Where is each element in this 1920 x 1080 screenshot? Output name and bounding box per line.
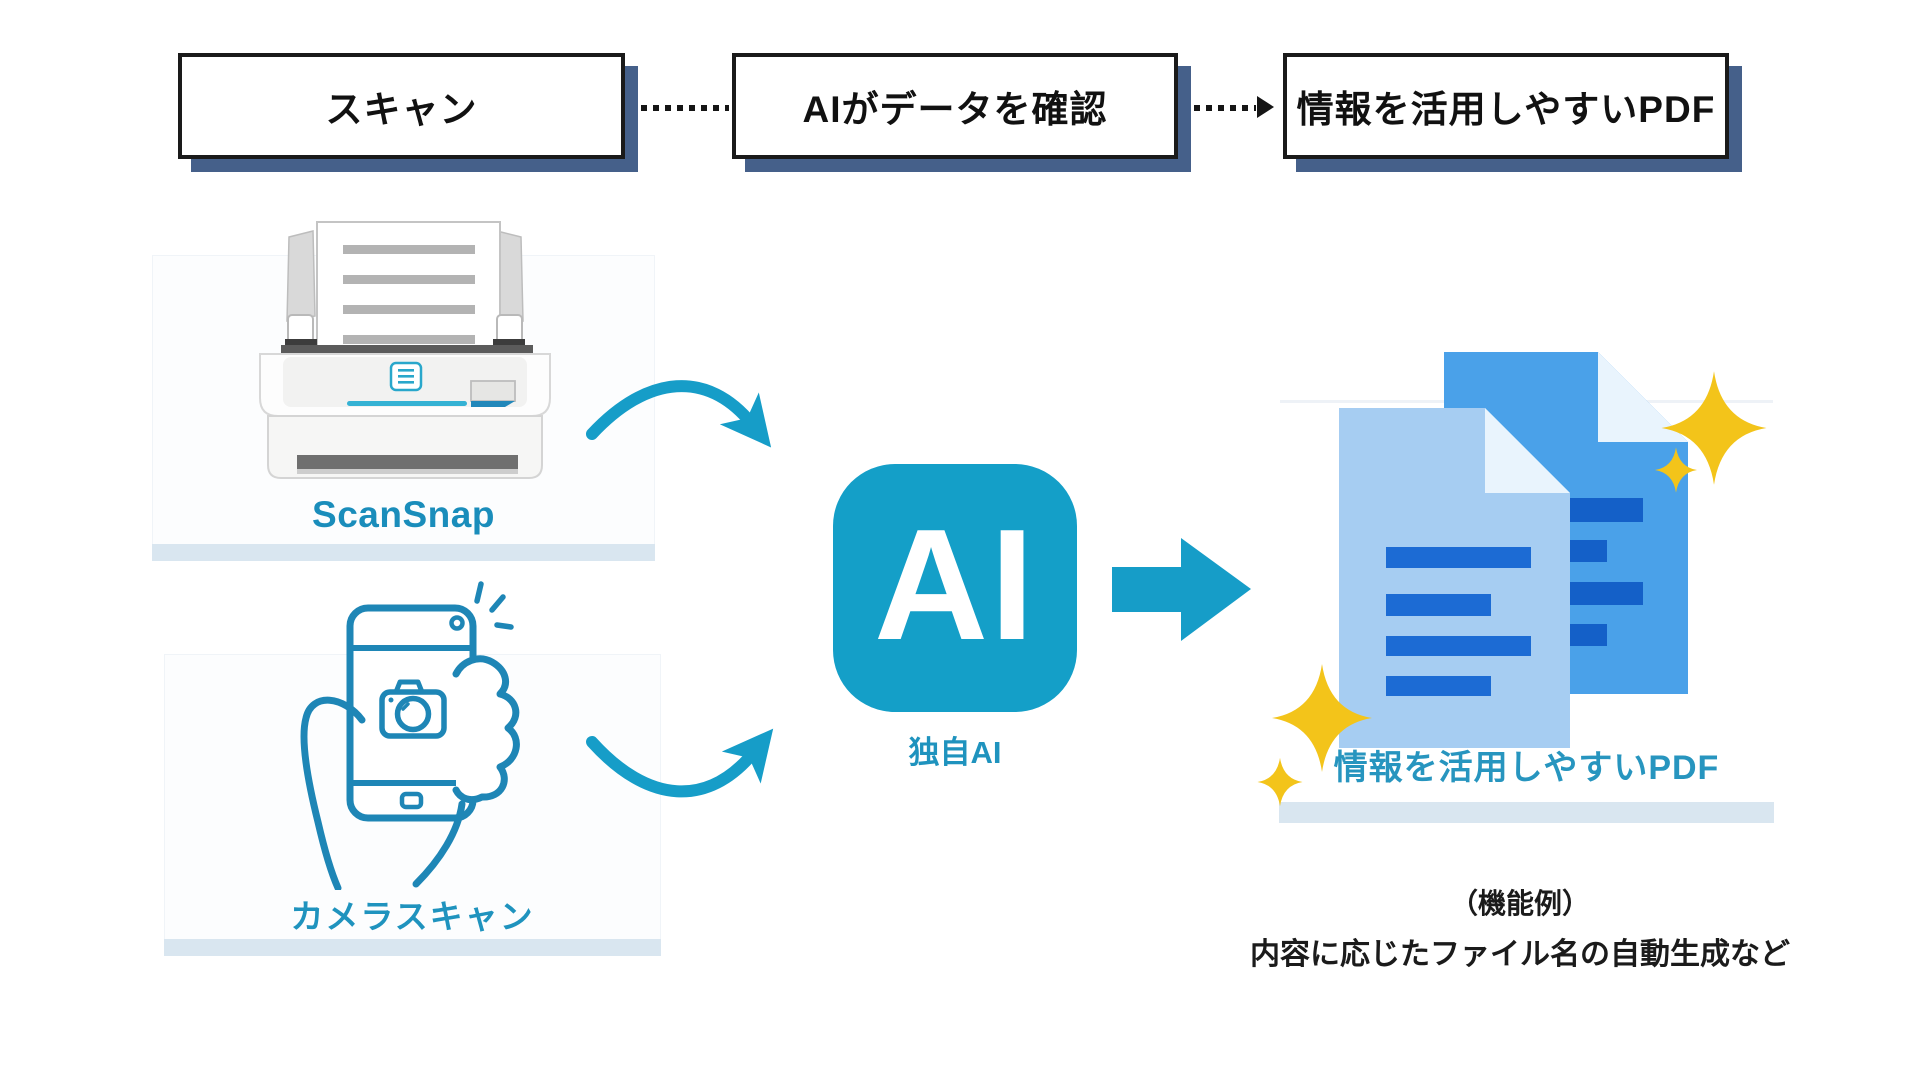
arrowhead-icon [1257, 96, 1274, 118]
hand-thumb [300, 696, 366, 890]
hand-fingers [452, 655, 520, 804]
feature-note-line1: （機能例） [1449, 888, 1590, 919]
dotted-connector [1194, 105, 1256, 111]
panel-bottom-strip [152, 544, 655, 561]
smartphone-camera-illustration [300, 581, 520, 890]
scansnap-scanner-illustration [259, 221, 551, 479]
sparkle-icon [1655, 447, 1697, 493]
output-slot [297, 455, 518, 469]
flow-step-box-pdf: 情報を活用しやすいPDF [1283, 53, 1729, 159]
feeder-flap-left [286, 230, 316, 322]
paper-text-lines [343, 245, 475, 344]
sparkle-icon [1257, 757, 1303, 807]
flow-step-label: スキャン [325, 89, 478, 130]
hand-palm-edge [412, 800, 466, 888]
panel-bottom-strip [1279, 802, 1774, 823]
paper-guide-left [287, 314, 314, 344]
flow-step-box-ai-check: AIがデータを確認 [732, 53, 1178, 159]
camera-icon [379, 679, 447, 739]
scanner-top-bar [281, 345, 533, 354]
scanner-button [470, 380, 516, 407]
pdf-documents-illustration [1257, 352, 1767, 807]
output-pdf-label: 情報を活用しやすいPDF [1333, 749, 1720, 787]
scansnap-label: ScanSnap [312, 494, 495, 535]
home-button [399, 791, 424, 810]
block-arrow-icon [1112, 538, 1251, 641]
flow-step-label: 情報を活用しやすいPDF [1296, 89, 1716, 130]
paper-sheet [316, 221, 501, 353]
paper-guide-right [496, 314, 523, 344]
panel-bottom-strip [164, 939, 661, 956]
flash-marks-icon [474, 581, 514, 630]
dotted-connector [641, 105, 729, 111]
camera-scan-label: カメラスキャン [290, 898, 535, 935]
feature-note-line2: 内容に応じたファイル名の自動生成など [1250, 938, 1790, 971]
front-camera-dot [449, 615, 465, 631]
ai-icon-text: AI [874, 497, 1036, 673]
scanner-light-bar [347, 401, 467, 406]
feature-note: （機能例） 内容に応じたファイル名の自動生成など [1240, 882, 1800, 973]
ai-label: 独自AI [908, 735, 1002, 770]
sparkle-icon [1272, 664, 1372, 772]
flow-step-box-scan: スキャン [178, 53, 625, 159]
document-front [1339, 408, 1570, 748]
output-slot-lip [297, 469, 518, 474]
ai-icon: AI [833, 464, 1077, 712]
flow-step-label: AIがデータを確認 [802, 89, 1108, 130]
scanner-screen-icon [389, 361, 423, 392]
sparkle-icon [1661, 371, 1767, 485]
